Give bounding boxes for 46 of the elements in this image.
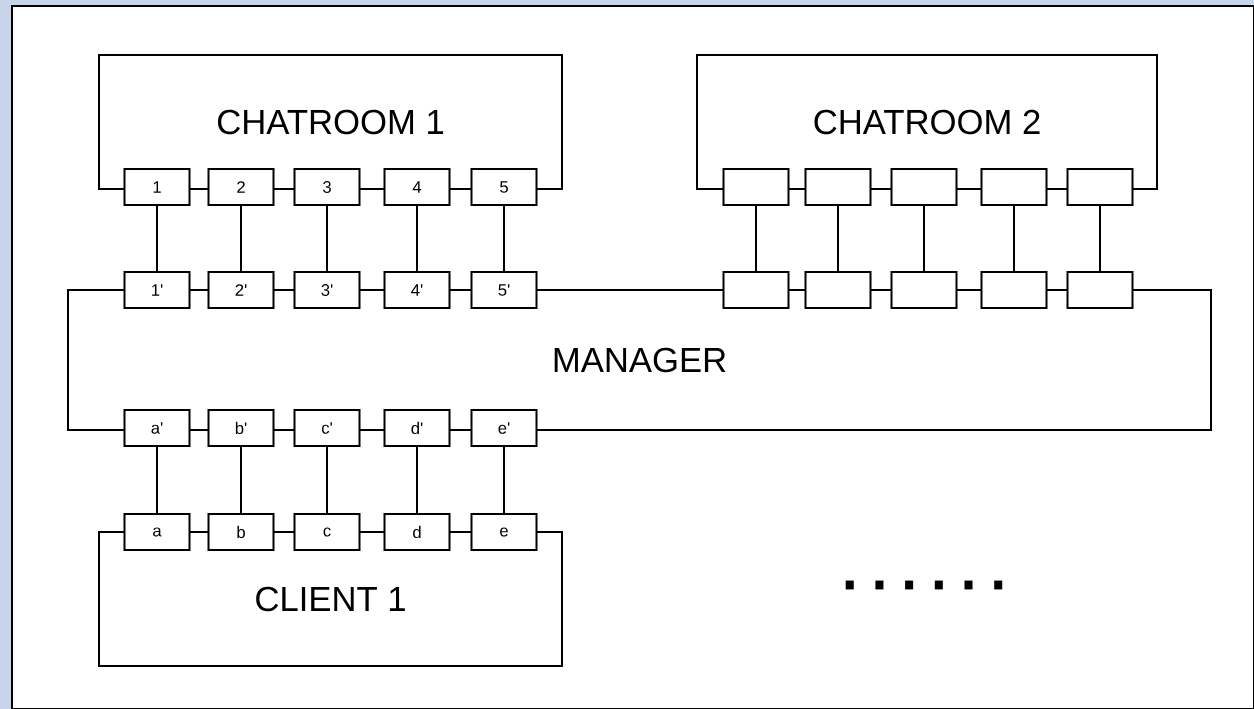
port-box: d — [383, 513, 451, 551]
port-box — [980, 168, 1048, 206]
connector-line — [326, 446, 328, 514]
connector-line — [240, 446, 242, 514]
port-box — [980, 271, 1048, 309]
port-box: 5' — [470, 271, 538, 309]
port-box: a — [123, 513, 191, 551]
port-box: e' — [470, 409, 538, 447]
connector-line — [326, 205, 328, 272]
port-box: 5 — [470, 168, 538, 206]
port-box: e — [470, 513, 538, 551]
port-box — [1066, 168, 1134, 206]
port-box: 2 — [207, 168, 275, 206]
connector-line — [240, 205, 242, 272]
connector-line — [156, 205, 158, 272]
port-box: a' — [123, 409, 191, 447]
connector-line — [837, 205, 839, 272]
port-box: c' — [293, 409, 361, 447]
port-box — [722, 168, 790, 206]
connector-line — [1013, 205, 1015, 272]
port-box: 3' — [293, 271, 361, 309]
connector-line — [755, 205, 757, 272]
port-box: 1 — [123, 168, 191, 206]
port-box — [804, 271, 872, 309]
connector-line — [416, 205, 418, 272]
port-box: 1' — [123, 271, 191, 309]
port-box: 4 — [383, 168, 451, 206]
port-box: b — [207, 513, 275, 551]
port-box: 3 — [293, 168, 361, 206]
port-box: b' — [207, 409, 275, 447]
connector-line — [416, 446, 418, 514]
connector-line — [156, 446, 158, 514]
connector-line — [1099, 205, 1101, 272]
connector-line — [503, 446, 505, 514]
port-box: d' — [383, 409, 451, 447]
port-box — [722, 271, 790, 309]
port-box: 4' — [383, 271, 451, 309]
ellipsis: ...... — [845, 580, 1003, 590]
port-box — [1066, 271, 1134, 309]
port-box — [804, 168, 872, 206]
port-box: c — [293, 513, 361, 551]
port-box — [890, 168, 958, 206]
connector-line — [503, 205, 505, 272]
port-box — [890, 271, 958, 309]
port-box: 2' — [207, 271, 275, 309]
connector-line — [923, 205, 925, 272]
